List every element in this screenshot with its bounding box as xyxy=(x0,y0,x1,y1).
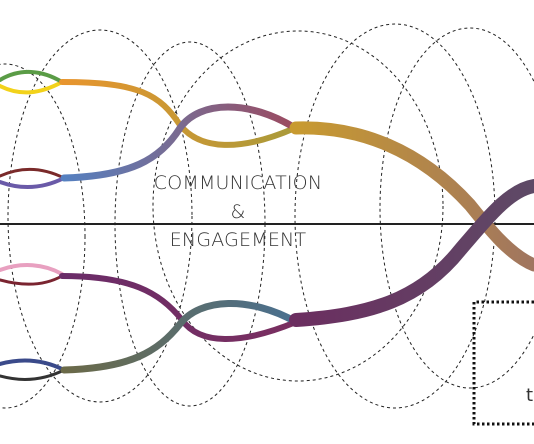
flow-blue-to-mauve xyxy=(60,103,299,182)
lower-flows xyxy=(59,179,534,374)
curve-yellow xyxy=(0,80,64,95)
label-ampersand: & xyxy=(230,201,245,223)
dashed-ellipse-1 xyxy=(0,63,86,409)
flow-olive-to-teal xyxy=(60,300,300,374)
flow-gold-to-brown xyxy=(289,121,534,272)
dashed-ellipse-2 xyxy=(7,29,193,403)
dashed-ellipse-4 xyxy=(152,30,444,382)
label-communication: COMMUNICATION xyxy=(154,172,323,194)
partial-box-text: t xyxy=(526,385,533,406)
dotted-box-outline xyxy=(472,300,534,426)
curve-violet-top xyxy=(0,176,66,189)
flow-purple-to-plum xyxy=(289,179,534,327)
curve-charcoal xyxy=(0,368,66,381)
left-input-curves xyxy=(0,69,66,381)
curve-darkred-top xyxy=(0,167,66,180)
partial-box: t xyxy=(472,300,534,426)
curve-pink xyxy=(0,263,64,276)
curve-navy xyxy=(0,358,66,372)
curve-maroon xyxy=(0,274,64,286)
dashed-ellipse-5 xyxy=(294,23,496,409)
dashed-ellipse-6 xyxy=(379,27,534,389)
curve-green xyxy=(0,69,64,84)
label-engagement: ENGAGEMENT xyxy=(170,229,307,251)
upper-flows xyxy=(59,79,534,272)
